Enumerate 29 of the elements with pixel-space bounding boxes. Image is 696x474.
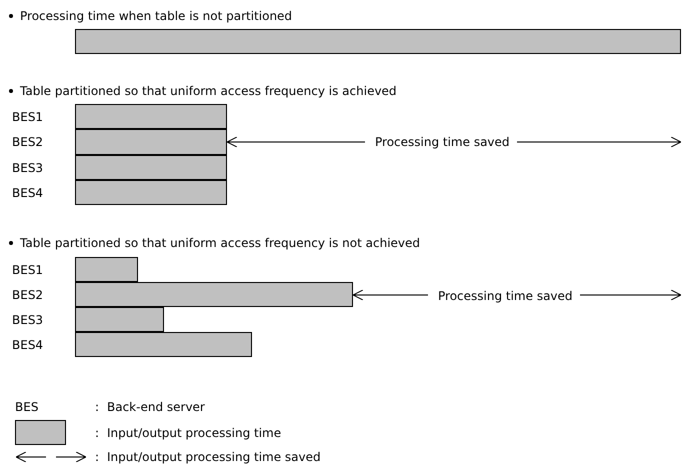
server-label: BES4 (12, 186, 44, 200)
server-label: BES3 (12, 160, 44, 174)
legend-key: BES (15, 400, 38, 414)
server-label: BES1 (12, 110, 44, 124)
section-heading: Table partitioned so that uniform access frequency is not achieved (20, 236, 420, 250)
time-bar (75, 257, 138, 282)
time-bar (75, 332, 252, 357)
section-heading: Processing time when table is not partitioned (20, 9, 292, 23)
annotation-text: Processing time saved (438, 289, 573, 303)
annotation-text: Processing time saved (375, 135, 510, 149)
server-label: BES2 (12, 288, 44, 302)
separator-colon: : (95, 400, 100, 414)
server-label: BES4 (12, 338, 44, 352)
section-heading: Table partitioned so that uniform access frequency is achieved (20, 84, 397, 98)
legend-text: Input/output processing time saved (107, 450, 321, 464)
separator-colon: : (95, 426, 100, 440)
separator-colon: : (95, 450, 100, 464)
time-bar (75, 104, 227, 129)
server-label: BES1 (12, 262, 44, 276)
legend-text: Input/output processing time (107, 426, 282, 440)
time-bar (75, 155, 227, 180)
time-bar (75, 29, 681, 54)
server-label: BES2 (12, 135, 44, 149)
time-bar (75, 180, 227, 205)
time-bar (75, 282, 353, 307)
time-bar (75, 307, 164, 332)
legend-text: Back-end server (107, 400, 205, 414)
server-label: BES3 (12, 312, 44, 326)
time-bar (75, 129, 227, 155)
